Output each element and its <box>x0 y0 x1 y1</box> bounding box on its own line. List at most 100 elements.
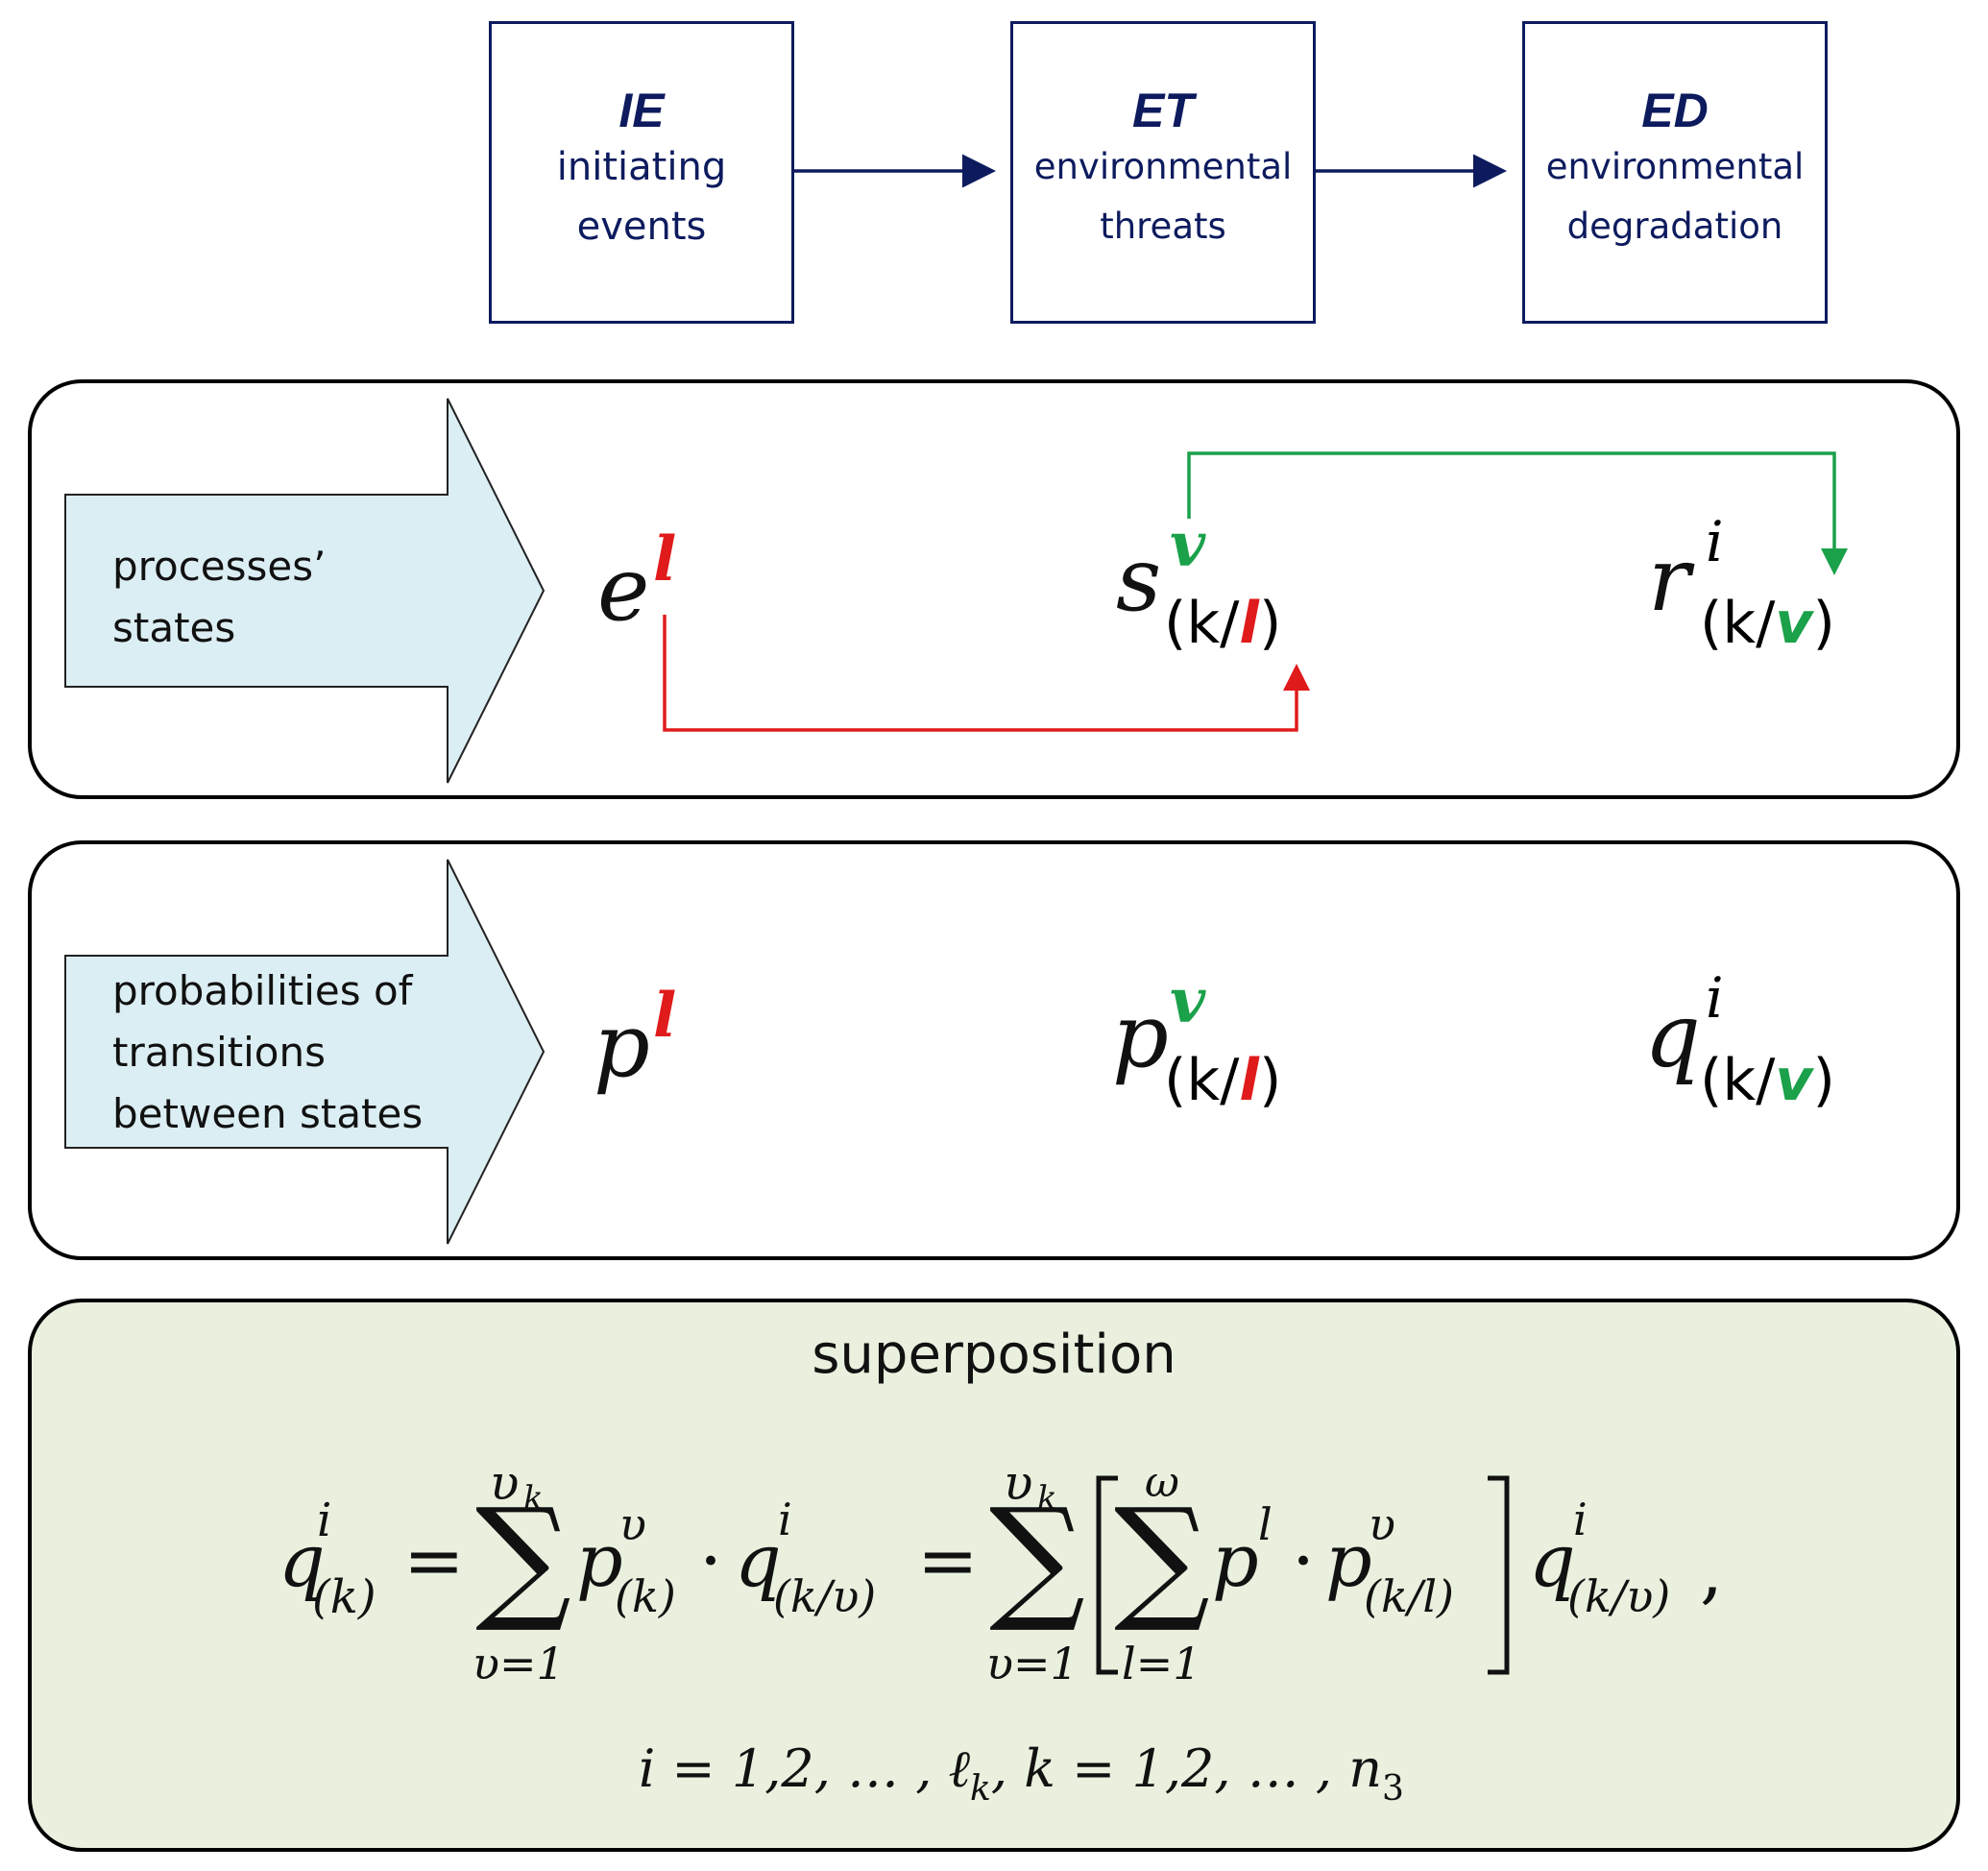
p2-sub-close: ) <box>1258 1047 1282 1114</box>
symbol-s-v-kl: s <box>1116 528 1161 631</box>
states-panel-graphics <box>64 398 1848 784</box>
p2-sub-open: (k/ <box>1164 1047 1240 1114</box>
superposition-condition: i = 1,2, … , ℓk, k = 1,2, … , n3 <box>639 1738 1404 1809</box>
r-sub: (k/v) <box>1700 590 1835 657</box>
p1-sup-l: l <box>653 980 677 1052</box>
s-sup-v: v <box>1170 509 1206 581</box>
t5-sub: (k/υ) <box>1567 1570 1671 1622</box>
ie-box: IE initiating events <box>489 21 794 324</box>
right-bracket <box>1488 1475 1510 1675</box>
ed-box: ED environmental degradation <box>1522 21 1828 324</box>
superposition-title: superposition <box>812 1324 1176 1386</box>
sum2-bottom: υ=1 <box>986 1638 1079 1689</box>
ie-desc-line1: initiating <box>556 145 727 189</box>
condition-part1: i = 1,2, … , ℓ <box>639 1738 971 1799</box>
sum2-top-sub: k <box>1037 1479 1057 1518</box>
sum1-top-sub: k <box>523 1479 544 1518</box>
r-sub-v: v <box>1775 590 1813 657</box>
states-label-line1: processes’ <box>112 543 327 590</box>
s-sub-close: ) <box>1258 590 1282 657</box>
ie-desc-line2: events <box>576 205 707 249</box>
t5-q: q <box>1529 1518 1576 1603</box>
q-sub-v: v <box>1775 1047 1813 1114</box>
e-base: e <box>597 538 650 641</box>
s-sub-l: l <box>1239 590 1259 657</box>
t4-p: p <box>1325 1518 1372 1603</box>
flow-arrows <box>794 154 1507 188</box>
prob-label-line2: transitions <box>112 1029 326 1076</box>
left-bracket <box>1096 1475 1118 1675</box>
dot-1: · <box>699 1518 723 1603</box>
states-big-arrow <box>64 398 545 784</box>
sum3-top: ω <box>1145 1458 1179 1507</box>
t5-sup: i <box>1573 1494 1588 1545</box>
t4-sub: (k/l) <box>1364 1570 1454 1622</box>
e-sup-l: l <box>653 523 677 595</box>
states-label: processes’ states <box>112 536 326 659</box>
t2-sub: (k/υ) <box>773 1570 877 1622</box>
prob-label-line1: probabilities of <box>112 967 413 1014</box>
r-sup-i: i <box>1706 509 1724 574</box>
q-sub-close: ) <box>1812 1047 1835 1114</box>
formula-comma: , <box>1700 1527 1724 1613</box>
symbol-p-l: p <box>594 994 650 1097</box>
e-to-s-red-connector <box>663 615 1310 732</box>
lhs-q: q <box>279 1518 326 1603</box>
t1-p: p <box>576 1518 623 1603</box>
prob-label-line3: between states <box>112 1090 424 1137</box>
p2-sub-l: l <box>1239 1047 1259 1114</box>
lhs-sup: i <box>317 1494 332 1547</box>
eq-1: = <box>403 1518 465 1603</box>
t2-q: q <box>735 1518 782 1603</box>
r-sub-open: (k/ <box>1700 590 1776 657</box>
p2-sup-v: v <box>1170 965 1206 1037</box>
states-label-line2: states <box>112 604 236 651</box>
q-sub-open: (k/ <box>1700 1047 1776 1114</box>
p2-sub: (k/l) <box>1164 1047 1281 1114</box>
probabilities-panel-graphics <box>64 859 545 1245</box>
s-sub-open: (k/ <box>1164 590 1240 657</box>
et-box: ET environmental threats <box>1010 21 1316 324</box>
ed-abbr: ED <box>1641 84 1709 137</box>
superposition-panel <box>28 1299 1960 1852</box>
sum1-top: υ <box>490 1455 520 1511</box>
ed-desc-line1: environmental <box>1545 146 1805 187</box>
t1-sup: υ <box>619 1498 646 1550</box>
probabilities-big-arrow <box>64 859 545 1245</box>
s-to-r-green-connector <box>1187 451 1848 575</box>
et-abbr: ET <box>1132 84 1194 137</box>
r-base: r <box>1648 528 1690 631</box>
eq-2: = <box>917 1518 979 1603</box>
t1-sub: (k) <box>615 1570 676 1622</box>
s-base: s <box>1116 528 1162 631</box>
q-base: q <box>1644 984 1701 1087</box>
et-desc-line2: threats <box>1100 206 1226 247</box>
symbol-p-v-kl: p <box>1112 984 1169 1087</box>
s-sub: (k/l) <box>1164 590 1281 657</box>
condition-part2: , k = 1,2, … , n <box>990 1738 1382 1799</box>
sum3-sigma: ∑ <box>1114 1480 1210 1637</box>
q-sup-i: i <box>1706 965 1724 1031</box>
condition-sub-k: k <box>970 1769 991 1809</box>
sum2-sigma: ∑ <box>989 1480 1085 1637</box>
r-sub-close: ) <box>1812 590 1835 657</box>
symbol-q-i-kv: q <box>1644 984 1701 1087</box>
sum1-sigma: ∑ <box>475 1480 571 1637</box>
symbol-e-l: e <box>597 538 649 641</box>
t4-sup: υ <box>1369 1498 1395 1550</box>
probabilities-panel <box>28 840 1960 1260</box>
sum1-bottom: υ=1 <box>473 1638 565 1689</box>
ed-desc-line2: degradation <box>1566 206 1783 247</box>
condition-sub-3: 3 <box>1381 1769 1404 1809</box>
symbol-r-i-kv: r <box>1648 528 1690 631</box>
sum3-bottom: l=1 <box>1122 1638 1201 1689</box>
t2-sup: i <box>778 1494 792 1545</box>
t3-p: p <box>1212 1518 1259 1603</box>
q-sub: (k/v) <box>1700 1047 1835 1114</box>
probabilities-label: probabilities of transitions between sta… <box>112 960 423 1145</box>
p2-base: p <box>1112 984 1169 1087</box>
sum2-top: υ <box>1004 1455 1033 1511</box>
ie-abbr: IE <box>618 84 665 137</box>
lhs-sub: (k) <box>312 1570 376 1624</box>
et-desc-line1: environmental <box>1033 146 1293 187</box>
